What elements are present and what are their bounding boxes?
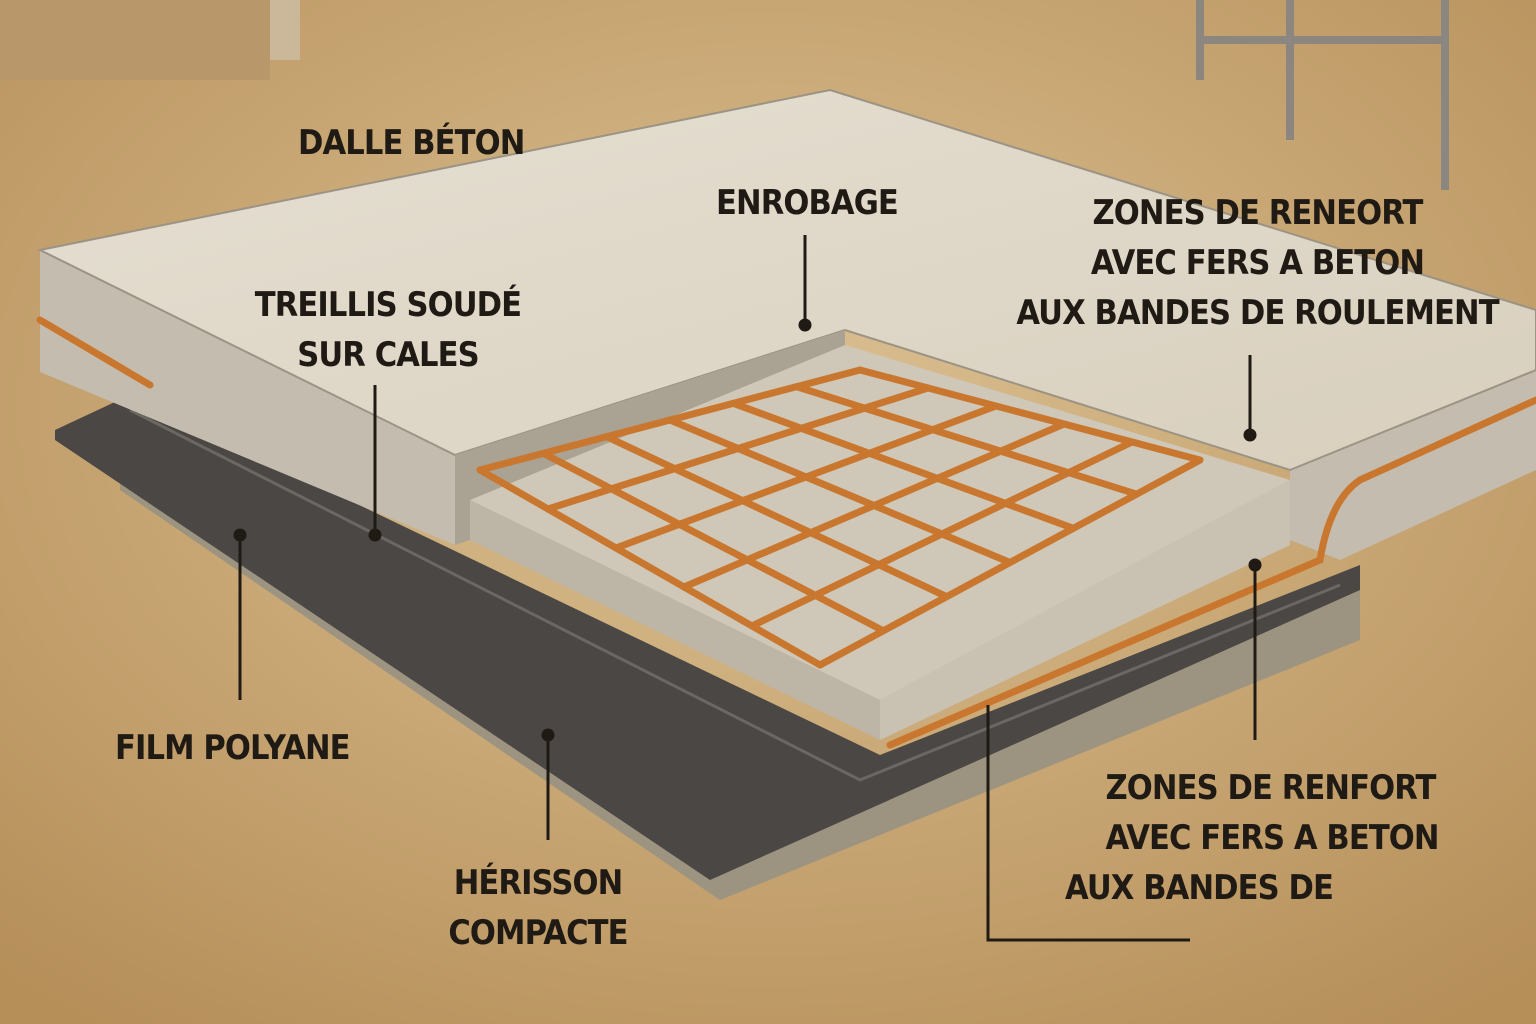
- label-line: AUX BANDES DE ROULEMENT: [1016, 293, 1499, 333]
- rebar-bar: [748, 438, 1136, 630]
- leader-lines: [233, 235, 1262, 942]
- slab-right-face: [1290, 370, 1536, 560]
- rebar-grid: [476, 366, 1204, 669]
- rebar-bar: [793, 383, 1141, 498]
- label-line: HÉRISSON: [453, 863, 623, 903]
- label-film-polyane: FILM POLYANE: [115, 728, 351, 768]
- brick-wall: [0, 0, 300, 80]
- label-line: ZONES DE RENFORT: [1105, 768, 1437, 808]
- label-line: AUX BANDES DE: [1065, 868, 1334, 908]
- recessed-slab-top: [470, 345, 1290, 700]
- label-line: COMPACTE: [448, 913, 628, 953]
- rebar-bar: [544, 384, 932, 513]
- polyane-film: [55, 395, 1360, 880]
- label-line: ZONES DE RENEORT: [1092, 193, 1423, 233]
- label-line: TREILLIS SOUDÉ: [254, 285, 522, 325]
- label-enrobage: ENROBAGE: [716, 183, 899, 223]
- label-treillis-soude: TREILLIS SOUDÉ SUR CALES: [244, 280, 532, 380]
- rebar-bar: [680, 420, 1068, 591]
- label-line: AVEC FERS A BETON: [1105, 818, 1440, 858]
- rebar-bar: [539, 449, 887, 635]
- label-herisson-compacte: HÉRISSON COMPACTE: [430, 858, 646, 958]
- rebar-bar: [816, 456, 1204, 669]
- slab-left-face: [40, 250, 455, 545]
- label-zones-renfort-top: ZONES DE RENEORT AVEC FERS A BETON AUX B…: [1010, 188, 1505, 338]
- rebar-bar: [666, 416, 1014, 566]
- label-line: SUR CALES: [297, 335, 479, 375]
- rebar-bar: [476, 466, 824, 669]
- label-dalle-beton: DALLE BÉTON: [298, 123, 525, 163]
- label-line: AVEC FERS A BETON: [1090, 243, 1425, 283]
- rebar-bar: [729, 399, 1077, 532]
- label-zones-renfort-bottom: ZONES DE RENFORT AVEC FERS A BETON AUX B…: [1065, 763, 1440, 913]
- rebar-bar: [476, 366, 864, 474]
- rebar-bar: [603, 433, 951, 601]
- rebar-bar: [612, 402, 1000, 552]
- scaffold: [1196, 0, 1449, 190]
- slab-top: [36, 88, 1536, 472]
- edge-rebar: [36, 316, 1536, 749]
- rebar-bar: [856, 366, 1204, 464]
